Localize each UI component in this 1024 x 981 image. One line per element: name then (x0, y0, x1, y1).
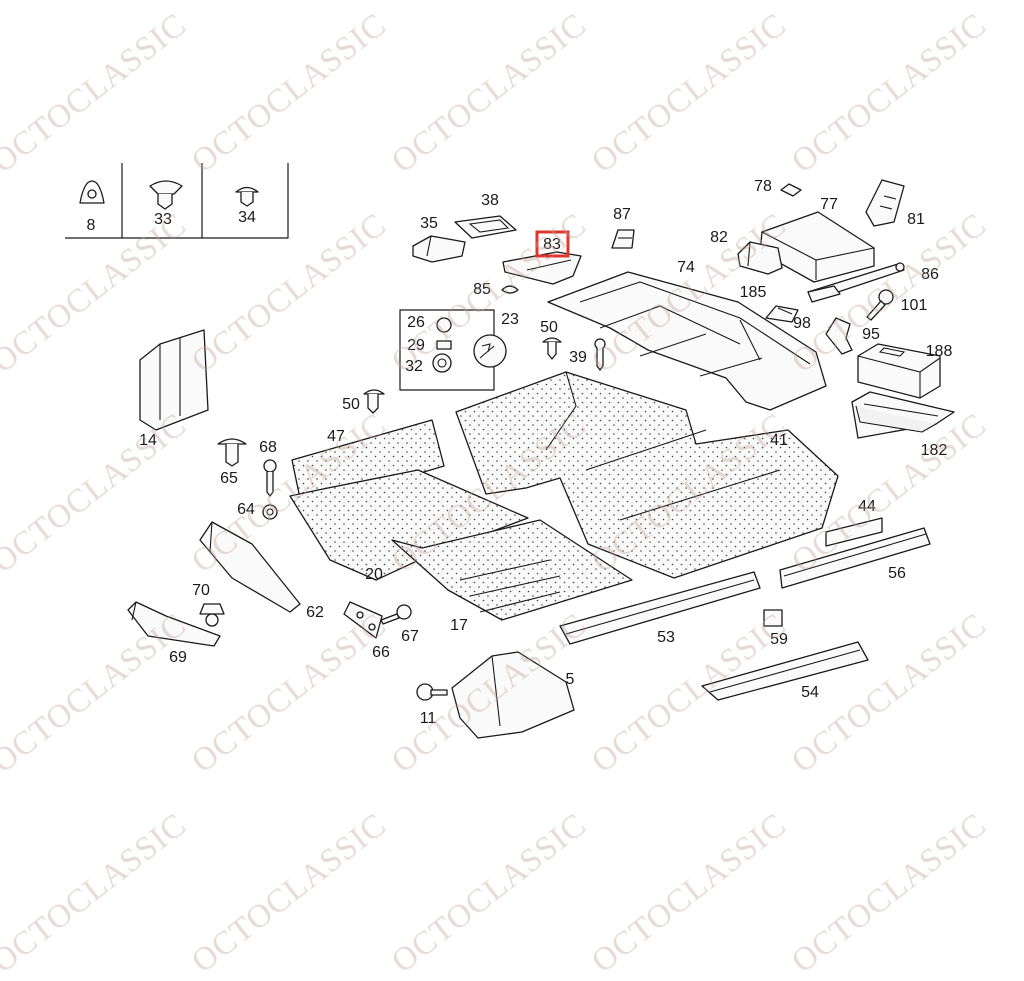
callout-95[interactable]: 95 (862, 326, 880, 343)
callout-32[interactable]: 32 (405, 358, 423, 375)
callout-185[interactable]: 185 (740, 284, 767, 301)
part-44-pad[interactable] (825, 517, 883, 547)
part-82-bracket[interactable] (737, 241, 783, 275)
part-77-mat[interactable] (759, 211, 875, 283)
callout-39[interactable]: 39 (569, 349, 587, 366)
part-85-clip[interactable] (501, 285, 519, 294)
callout-33[interactable]: 33 (154, 211, 172, 228)
callout-17[interactable]: 17 (450, 617, 468, 634)
callout-65[interactable]: 65 (220, 470, 238, 487)
part-67-bolt[interactable] (380, 604, 412, 625)
part-17-footwell-carpet[interactable] (391, 519, 633, 621)
part-83-tray[interactable] (502, 251, 582, 285)
part-66-plate[interactable] (343, 601, 383, 639)
fastener-inset-box (65, 163, 289, 239)
callout-66[interactable]: 66 (372, 644, 390, 661)
part-95-latch[interactable] (825, 317, 853, 355)
part-78-clip[interactable] (780, 183, 802, 197)
callout-70[interactable]: 70 (192, 582, 210, 599)
callout-81[interactable]: 81 (907, 211, 925, 228)
part-54-sill[interactable] (701, 641, 869, 701)
fastener-group-box (399, 309, 507, 391)
callout-77[interactable]: 77 (820, 196, 838, 213)
callout-44[interactable]: 44 (858, 498, 876, 515)
part-62-panel[interactable] (199, 521, 301, 613)
callout-14[interactable]: 14 (139, 432, 157, 449)
part-81-bracket[interactable] (865, 179, 905, 227)
callout-101[interactable]: 101 (901, 297, 928, 314)
part-98-hinge[interactable] (765, 305, 799, 323)
part-41-rear-carpet[interactable] (455, 371, 839, 579)
part-50b-clip[interactable] (363, 389, 385, 414)
callout-64[interactable]: 64 (237, 501, 255, 518)
callout-8[interactable]: 8 (87, 217, 96, 234)
callout-188[interactable]: 188 (926, 343, 953, 360)
part-65-clip[interactable] (217, 438, 247, 467)
part-101-screw[interactable] (866, 289, 894, 321)
part-64-nut[interactable] (262, 504, 278, 520)
parts-diagram: 8 33 34 35 38 83 87 78 77 81 82 74 86 18… (65, 163, 955, 739)
callout-23[interactable]: 23 (501, 311, 519, 328)
callout-85[interactable]: 85 (473, 281, 491, 298)
callout-59[interactable]: 59 (770, 631, 788, 648)
callout-50a[interactable]: 50 (540, 319, 558, 336)
part-11-bolt[interactable] (416, 683, 448, 701)
callout-20[interactable]: 20 (365, 566, 383, 583)
callout-67[interactable]: 67 (401, 628, 419, 645)
callout-11[interactable]: 11 (420, 710, 437, 727)
callout-68[interactable]: 68 (259, 439, 277, 456)
callout-5[interactable]: 5 (566, 671, 575, 688)
part-38-cover[interactable] (454, 215, 517, 239)
callout-182[interactable]: 182 (921, 442, 948, 459)
callout-82[interactable]: 82 (710, 229, 728, 246)
part-39-screw[interactable] (594, 338, 606, 371)
part-47-carpet[interactable] (291, 419, 445, 509)
part-56-sill[interactable] (779, 527, 931, 589)
callout-78[interactable]: 78 (754, 178, 772, 195)
callout-26[interactable]: 26 (407, 314, 425, 331)
part-35-trim[interactable] (412, 235, 466, 263)
callout-41[interactable]: 41 (770, 432, 788, 449)
part-182-tray[interactable] (851, 391, 955, 439)
callout-50b[interactable]: 50 (342, 396, 360, 413)
callout-54[interactable]: 54 (801, 684, 819, 701)
callout-98[interactable]: 98 (793, 315, 811, 332)
part-74-rear-floor[interactable] (547, 271, 827, 411)
part-185-bracket[interactable] (807, 285, 841, 303)
callout-83-highlight (535, 230, 570, 258)
part-188-box[interactable] (857, 343, 941, 399)
callout-56[interactable]: 56 (888, 565, 906, 582)
part-53-sill[interactable] (559, 571, 761, 645)
callout-62[interactable]: 62 (306, 604, 324, 621)
callout-74[interactable]: 74 (677, 259, 695, 276)
callout-47[interactable]: 47 (327, 428, 345, 445)
callout-86[interactable]: 86 (921, 266, 939, 283)
part-5-panel[interactable] (451, 651, 575, 739)
callout-87[interactable]: 87 (613, 206, 631, 223)
callout-38[interactable]: 38 (481, 192, 499, 209)
part-68-screw[interactable] (263, 459, 277, 497)
part-59-clip[interactable] (763, 609, 783, 627)
part-69-bracket[interactable] (127, 601, 221, 647)
part-14-side-panel[interactable] (139, 329, 209, 431)
callout-35[interactable]: 35 (420, 215, 438, 232)
callout-53[interactable]: 53 (657, 629, 675, 646)
part-50-clip[interactable] (542, 337, 562, 360)
part-70-nut[interactable] (199, 603, 225, 627)
part-87-clip[interactable] (611, 229, 635, 249)
callout-83[interactable]: 83 (543, 236, 561, 253)
callout-69[interactable]: 69 (169, 649, 187, 666)
callout-29[interactable]: 29 (407, 337, 425, 354)
callout-34[interactable]: 34 (238, 209, 256, 226)
